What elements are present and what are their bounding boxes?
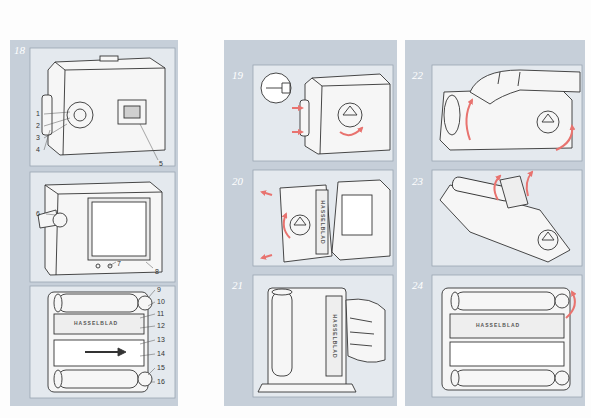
red-arrows [494,172,532,200]
callout-number: 4 [36,146,40,153]
magazine-side [300,74,390,154]
brand-text: HASSELBLAD [74,321,118,326]
leader-lines [44,112,158,382]
brand-text: HASSELBLAD [319,200,324,244]
callout-number: 10 [157,298,165,305]
panel-number: 21 [232,280,243,291]
callout-number: 5 [159,160,163,167]
panel-number: 18 [14,45,25,56]
callout-number: 9 [157,286,161,293]
callout-number: 11 [157,310,164,317]
callout-number: 7 [117,260,121,267]
panel-number: 24 [412,280,423,291]
panel-number: 20 [232,176,243,187]
red-arrows [292,108,362,135]
panel-number: 22 [412,70,423,81]
sub-frames [30,48,582,398]
callout-number: 2 [36,122,40,129]
brand-text: HASSELBLAD [331,314,336,358]
callout-number: 15 [157,364,165,371]
callout-number: 16 [157,378,165,385]
magazine-rear [42,56,165,155]
callout-number: 13 [157,336,165,343]
panel-number: 19 [232,70,243,81]
film-insert [48,292,152,392]
insert-loading [258,288,385,392]
callout-number: 1 [36,110,40,117]
insert-tilted [440,176,570,262]
panel-number: 23 [412,176,423,187]
insert-loaded [442,288,570,390]
key-inset [261,73,291,103]
red-arrows [566,292,575,318]
callout-number: 6 [36,210,40,217]
callout-number: 8 [155,268,159,275]
brand-text: HASSELBLAD [476,323,520,328]
red-arrows [466,100,572,150]
magazine-open [280,180,390,262]
insert-flat [440,70,580,150]
callout-number: 14 [157,350,165,357]
callout-number: 12 [157,322,165,329]
panel-grounds [10,40,585,406]
callout-number: 3 [36,134,40,141]
red-arrows [262,192,290,258]
magazine-front [38,182,162,275]
